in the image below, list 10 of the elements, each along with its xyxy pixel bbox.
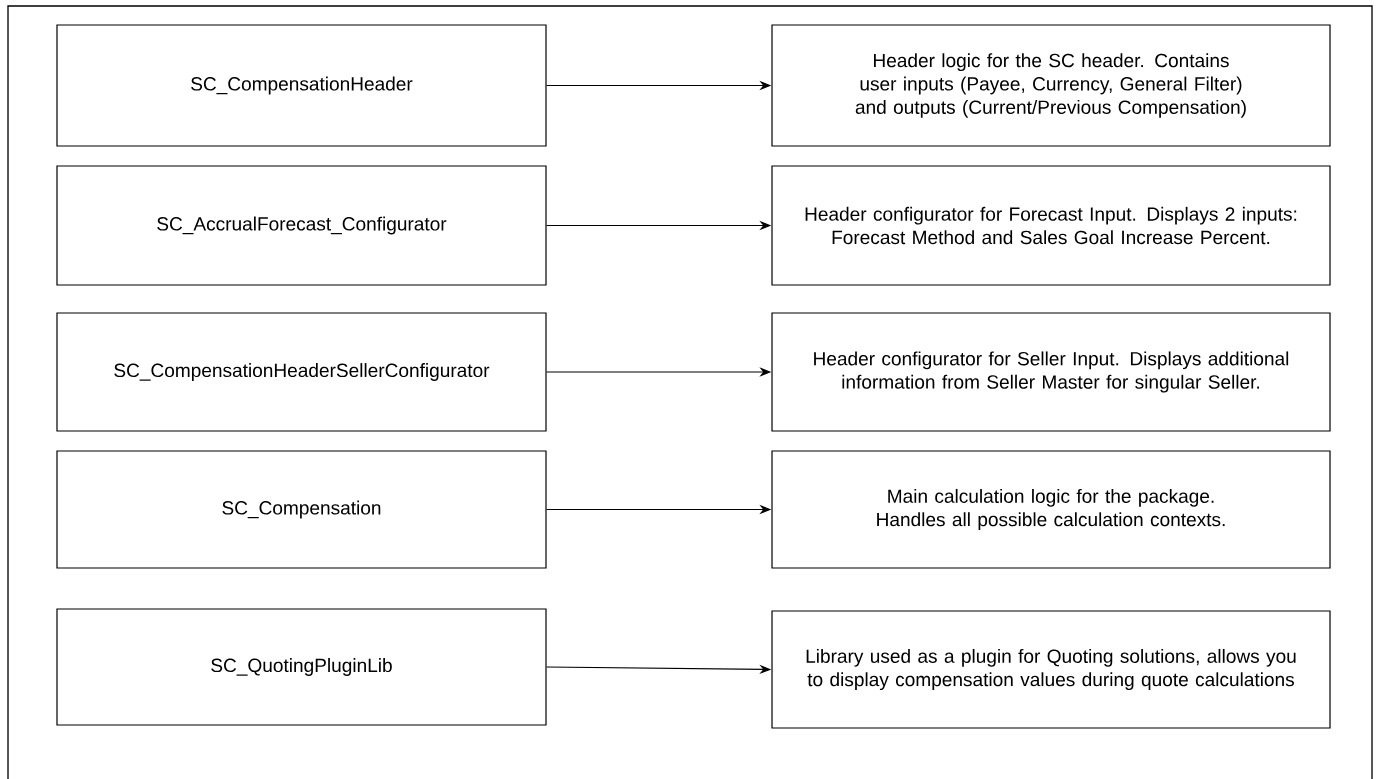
module-box: SC_QuotingPluginLib bbox=[56, 608, 547, 726]
module-box: SC_CompensationHeaderSellerConfigurator bbox=[56, 312, 547, 432]
description-box: Library used as a plugin for Quoting solutions, allows you to display compensation values during quote calculations bbox=[771, 610, 1331, 729]
description-box: Main calculation logic for the package. Handles all possible calculation contexts. bbox=[771, 450, 1331, 569]
description-box: Header configurator for Forecast Input. Displays 2 inputs: Forecast Method and Sales Goal Increase Percent. bbox=[771, 165, 1331, 286]
module-box: SC_CompensationHeader bbox=[56, 24, 547, 147]
description-box: Header logic for the SC header. Contains user inputs (Payee, Currency, General Filter) and outputs (Current/Previous Compensation) bbox=[771, 24, 1331, 147]
module-box: SC_AccrualForecast_Configurator bbox=[56, 165, 547, 286]
module-box: SC_Compensation bbox=[56, 450, 547, 569]
description-box: Header configurator for Seller Input. Displays additional information from Seller Master for singular Seller. bbox=[771, 312, 1331, 432]
